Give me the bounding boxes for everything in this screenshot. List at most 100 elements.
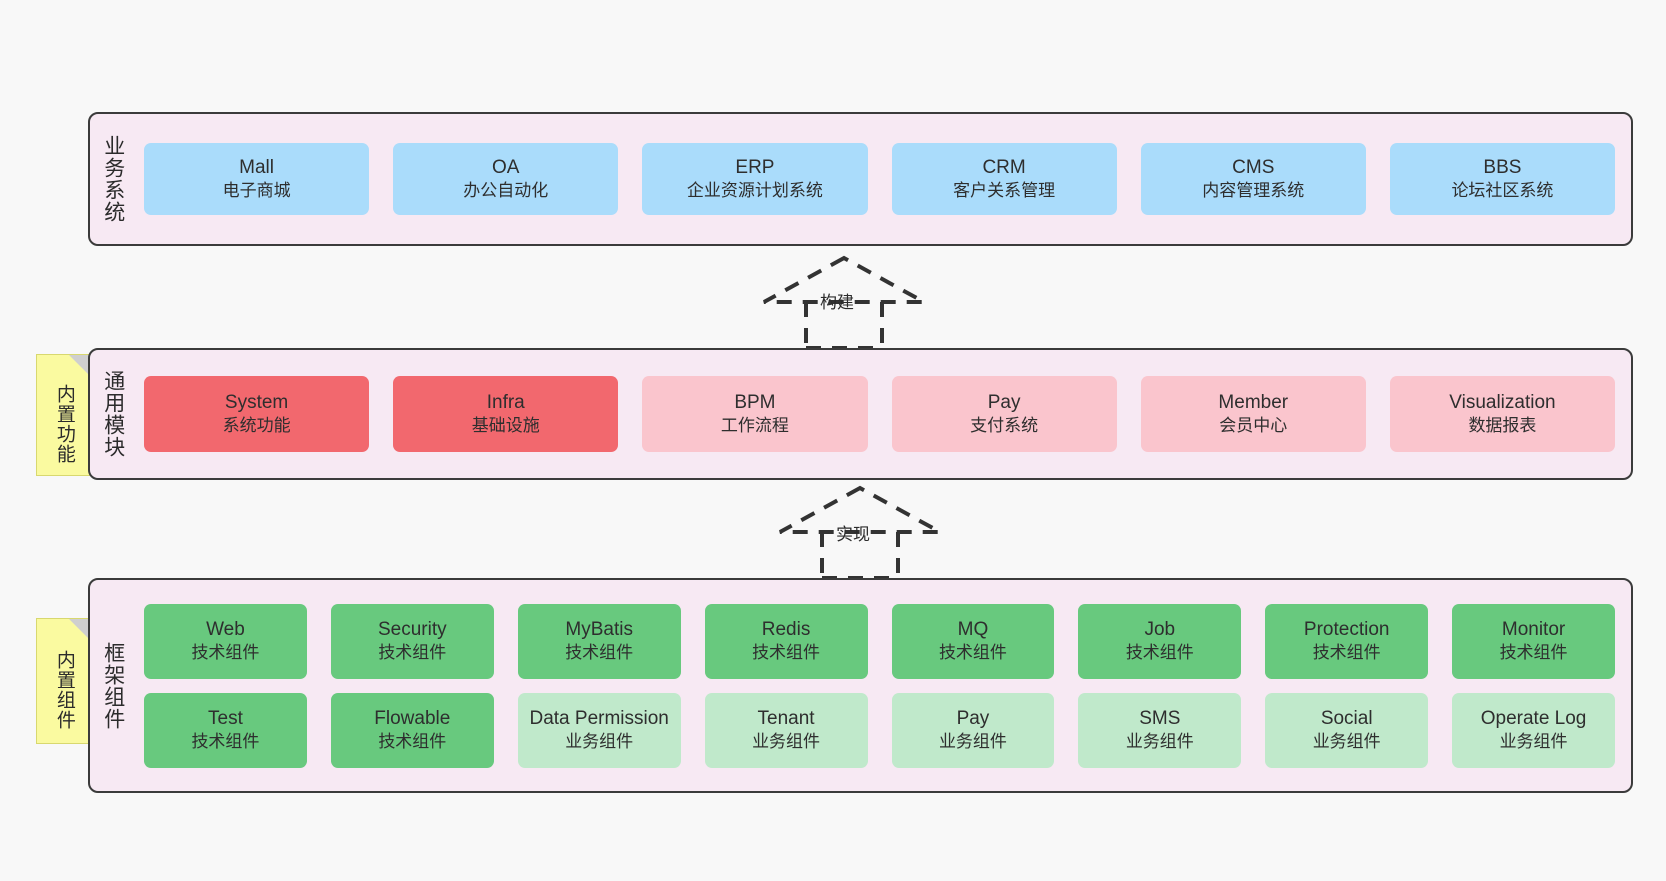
- node-visualization[interactable]: Visualization 数据报表: [1389, 376, 1616, 452]
- node-operate-log[interactable]: Operate Log 业务组件: [1452, 692, 1615, 768]
- node-label-cn: 客户关系管理: [953, 181, 1056, 201]
- layer-common-module[interactable]: 通用模块 System 系统功能 Infra 基础设施 BPM 工作流程 Pay…: [88, 348, 1633, 480]
- node-label-cn: 基础设施: [471, 416, 540, 436]
- node-label-en: Job: [1144, 618, 1176, 640]
- node-label-en: Social: [1320, 707, 1373, 729]
- node-system[interactable]: System 系统功能: [144, 376, 370, 452]
- node-crm[interactable]: CRM 客户关系管理: [891, 143, 1117, 215]
- node-web[interactable]: Web 技术组件: [144, 603, 307, 679]
- node-label-cn: 企业资源计划系统: [686, 181, 823, 201]
- node-mybatis[interactable]: MyBatis 技术组件: [517, 603, 681, 679]
- node-mall[interactable]: Mall 电子商城: [144, 143, 370, 215]
- node-label-cn: 论坛社区系统: [1451, 181, 1554, 201]
- layer-title-framework-component: 框架组件: [101, 641, 125, 730]
- node-label-cn: 电子商城: [222, 181, 291, 201]
- node-label-en: CMS: [1232, 156, 1275, 178]
- layer-title-business-system: 业务系统: [101, 135, 125, 223]
- node-mq[interactable]: MQ 技术组件: [891, 603, 1055, 679]
- node-data-permission[interactable]: Data Permission 业务组件: [517, 692, 681, 768]
- node-label-cn: 技术组件: [1499, 643, 1568, 663]
- node-label-cn: 业务组件: [1312, 732, 1381, 752]
- node-tenant[interactable]: Tenant 业务组件: [704, 692, 868, 768]
- layer-business-system[interactable]: 业务系统 Mall 电子商城 OA 办公自动化 ERP 企业资源计划系统 CRM…: [88, 112, 1633, 246]
- node-label-cn: 技术组件: [191, 643, 260, 663]
- node-label-en: BBS: [1483, 156, 1522, 178]
- node-bbs[interactable]: BBS 论坛社区系统: [1389, 143, 1616, 215]
- node-member[interactable]: Member 会员中心: [1140, 376, 1366, 452]
- node-label-en: MyBatis: [565, 618, 633, 640]
- node-label-cn: 业务组件: [752, 732, 821, 752]
- node-label-cn: 系统功能: [222, 416, 291, 436]
- node-label-en: Data Permission: [529, 707, 669, 729]
- node-pay-business[interactable]: Pay 业务组件: [891, 692, 1055, 768]
- layer-row: Test 技术组件 Flowable 技术组件 Data Permission …: [144, 692, 1615, 768]
- node-label-en: Monitor: [1501, 618, 1566, 640]
- node-label-en: ERP: [735, 156, 775, 178]
- layer-row: Mall 电子商城 OA 办公自动化 ERP 企业资源计划系统 CRM 客户关系…: [144, 143, 1616, 215]
- node-label-cn: 内容管理系统: [1202, 181, 1305, 201]
- node-label-en: Pay: [987, 391, 1021, 413]
- node-label-en: Tenant: [757, 707, 815, 729]
- connector-implement[interactable]: 实现: [760, 482, 960, 582]
- node-label-en: Infra: [486, 391, 525, 413]
- node-test[interactable]: Test 技术组件: [144, 692, 307, 768]
- node-label-en: OA: [492, 156, 520, 178]
- node-label-en: Flowable: [374, 707, 451, 729]
- node-label-en: MQ: [957, 618, 989, 640]
- node-flowable[interactable]: Flowable 技术组件: [330, 692, 494, 768]
- node-label-cn: 技术组件: [378, 643, 447, 663]
- node-label-cn: 业务组件: [1125, 732, 1194, 752]
- node-label-en: Operate Log: [1480, 707, 1587, 729]
- node-sms[interactable]: SMS 业务组件: [1078, 692, 1242, 768]
- layer-row: System 系统功能 Infra 基础设施 BPM 工作流程 Pay 支付系统…: [144, 376, 1616, 452]
- note-builtin-function[interactable]: 内置功能: [36, 354, 92, 476]
- node-label-en: Visualization: [1449, 391, 1556, 413]
- note-label: 内置组件: [53, 650, 75, 730]
- node-label-cn: 支付系统: [970, 416, 1039, 436]
- node-label-en: Pay: [956, 707, 990, 729]
- node-label-cn: 会员中心: [1219, 416, 1288, 436]
- node-label-en: SMS: [1139, 707, 1181, 729]
- node-monitor[interactable]: Monitor 技术组件: [1452, 603, 1615, 679]
- note-builtin-component[interactable]: 内置组件: [36, 618, 92, 744]
- node-label-cn: 业务组件: [1499, 732, 1568, 752]
- node-infra[interactable]: Infra 基础设施: [393, 376, 619, 452]
- node-social[interactable]: Social 业务组件: [1265, 692, 1429, 768]
- node-label-en: Web: [206, 618, 245, 640]
- node-bpm[interactable]: BPM 工作流程: [642, 376, 868, 452]
- layer-body-common-module: System 系统功能 Infra 基础设施 BPM 工作流程 Pay 支付系统…: [136, 350, 1631, 478]
- node-redis[interactable]: Redis 技术组件: [704, 603, 868, 679]
- connector-label-implement: 实现: [836, 525, 870, 544]
- node-label-en: Mall: [239, 156, 274, 178]
- node-pay[interactable]: Pay 支付系统: [891, 376, 1117, 452]
- node-label-cn: 技术组件: [565, 643, 634, 663]
- node-erp[interactable]: ERP 企业资源计划系统: [642, 143, 868, 215]
- node-label-cn: 数据报表: [1468, 416, 1537, 436]
- node-label-en: Protection: [1303, 618, 1390, 640]
- node-security[interactable]: Security 技术组件: [330, 603, 494, 679]
- layer-framework-component[interactable]: 框架组件 Web 技术组件 Security 技术组件 MyBatis 技术组件…: [88, 578, 1633, 793]
- layer-row: Web 技术组件 Security 技术组件 MyBatis 技术组件 Redi…: [144, 603, 1615, 679]
- layer-title-common-module: 通用模块: [101, 370, 125, 458]
- node-label-cn: 业务组件: [565, 732, 634, 752]
- layer-body-business-system: Mall 电子商城 OA 办公自动化 ERP 企业资源计划系统 CRM 客户关系…: [136, 114, 1631, 244]
- node-label-en: CRM: [982, 156, 1026, 178]
- node-label-cn: 技术组件: [191, 732, 260, 752]
- node-job[interactable]: Job 技术组件: [1078, 603, 1242, 679]
- layer-body-framework-component: Web 技术组件 Security 技术组件 MyBatis 技术组件 Redi…: [136, 580, 1631, 791]
- node-label-cn: 技术组件: [378, 732, 447, 752]
- node-protection[interactable]: Protection 技术组件: [1265, 603, 1429, 679]
- node-label-cn: 技术组件: [1312, 643, 1381, 663]
- note-label: 内置功能: [53, 384, 75, 464]
- node-label-cn: 业务组件: [938, 732, 1007, 752]
- node-label-en: BPM: [734, 391, 776, 413]
- connector-build[interactable]: 构建: [744, 252, 944, 352]
- node-oa[interactable]: OA 办公自动化: [393, 143, 619, 215]
- page-fold-icon: [69, 355, 91, 377]
- node-label-cn: 工作流程: [720, 416, 789, 436]
- node-label-cn: 技术组件: [938, 643, 1007, 663]
- node-label-en: Test: [208, 707, 243, 729]
- node-label-cn: 办公自动化: [463, 181, 549, 201]
- node-cms[interactable]: CMS 内容管理系统: [1140, 143, 1366, 215]
